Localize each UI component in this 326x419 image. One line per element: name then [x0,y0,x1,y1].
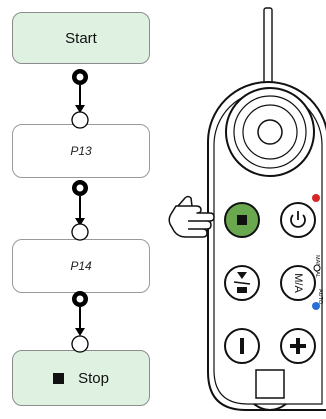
output-port-center [76,184,84,192]
connector-p14-stop [71,291,89,353]
program-label-p14: P14 [70,259,92,273]
remote-cable [263,7,273,91]
input-port[interactable] [71,335,89,353]
jog-dial[interactable] [225,87,315,177]
connector-arrowhead [75,105,85,113]
connector-p13-p14 [71,180,89,241]
output-port-center [76,295,84,303]
connector-arrowhead [75,328,85,336]
power-icon [290,211,306,228]
start-block[interactable]: Start [12,12,150,64]
output-port-center [76,73,84,81]
input-port[interactable] [71,111,89,129]
start-label: Start [65,29,97,47]
mode-button[interactable]: M/A [280,265,316,301]
program-block-p14[interactable]: P14 [12,239,150,293]
mode-button-label: M/A [292,273,304,293]
play-pause-button[interactable] [224,265,260,301]
input-port[interactable] [71,223,89,241]
connector-arrowhead [75,218,85,226]
power-indicator-led [312,194,320,202]
program-label-p13: P13 [70,144,92,158]
minus-icon [240,338,244,354]
stop-label: Stop [78,369,109,387]
connector-start-p13 [71,69,89,129]
manual-indicator [313,264,321,272]
strap-loop [253,403,287,411]
auto-indicator-led [312,302,320,310]
stop-square-icon [53,372,65,384]
stop-block[interactable]: Stop [12,350,150,406]
plus-icon [290,338,306,354]
program-block-p13[interactable]: P13 [12,124,150,178]
strap-slot [255,369,285,399]
plus-button[interactable] [280,328,316,364]
stop-icon [237,215,247,225]
hand-pointer-icon [168,195,215,238]
minus-button[interactable] [224,328,260,364]
play-pause-icon [233,272,251,293]
auto-label: AUTO [317,289,323,305]
power-button[interactable] [280,202,316,238]
stop-button[interactable] [224,202,260,238]
